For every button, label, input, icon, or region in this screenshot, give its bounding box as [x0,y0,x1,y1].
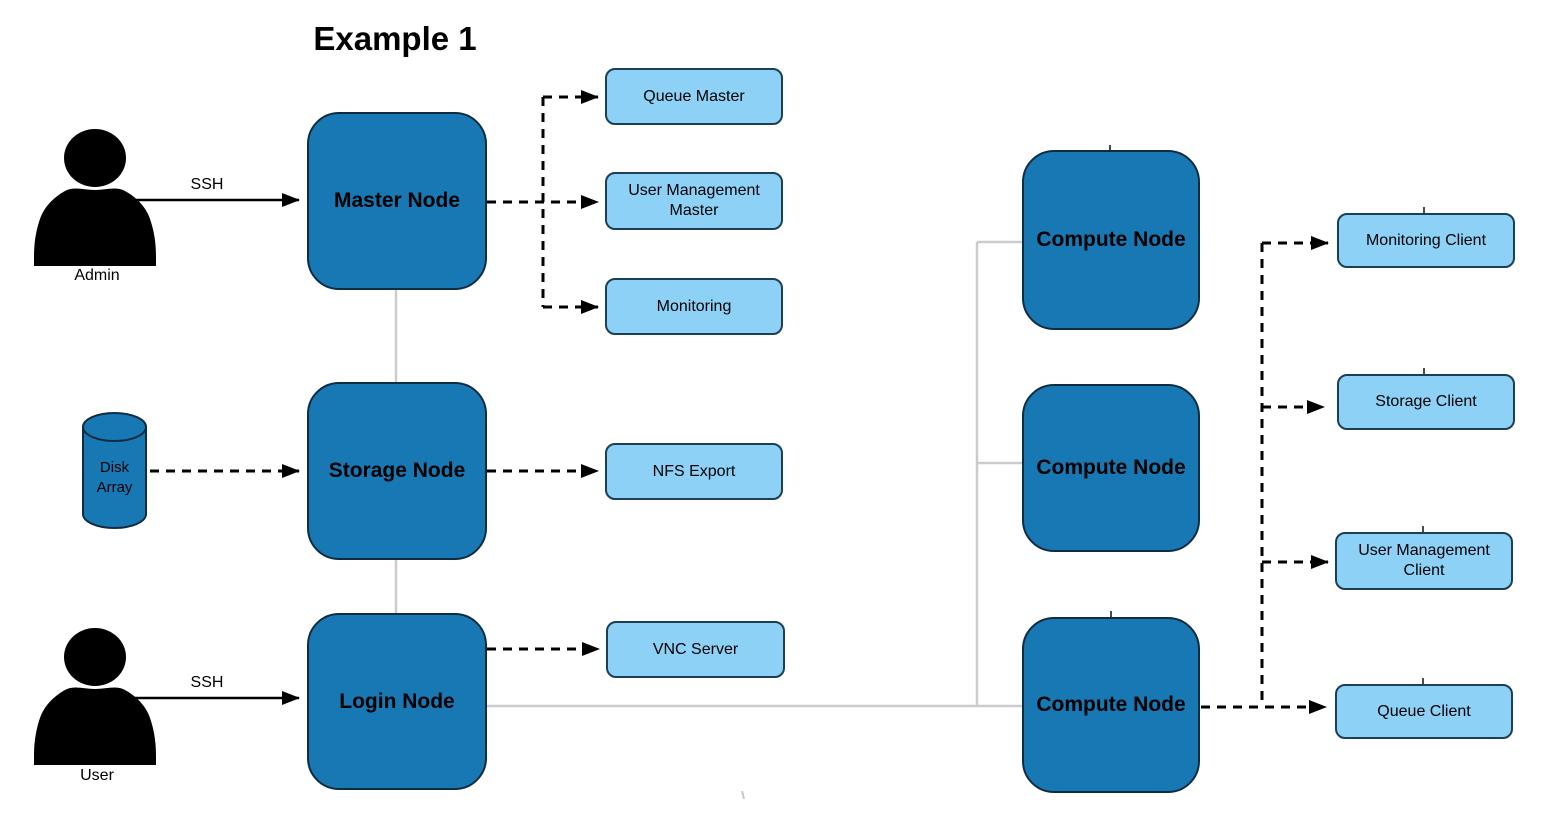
service-queue-client: Queue Client [1335,684,1513,739]
node-master-label: Master Node [333,189,461,212]
node-storage: Storage Node [307,382,487,560]
service-user-management-client: User Management Client [1335,532,1513,590]
ssh-arrows [130,193,300,705]
diagram-title: Example 1 [313,20,477,57]
service-storage-client: Storage Client [1337,374,1515,430]
service-user-management-master: User Management Master [605,172,783,230]
user-label: User [80,767,114,784]
node-compute-3-label: Compute Node [1036,693,1186,716]
service-queue-master-label: Queue Master [643,87,745,105]
node-compute-2-label: Compute Node [1036,456,1186,479]
service-monitoring-client: Monitoring Client [1337,213,1515,268]
node-compute-1-label: Compute Node [1036,228,1186,251]
service-nfs-export-label: NFS Export [652,462,736,480]
node-login-label: Login Node [339,689,455,713]
service-monitoring-client-label: Monitoring Client [1365,231,1487,249]
stray-mark [741,790,745,800]
service-monitoring-label: Monitoring [656,297,732,315]
disk-array-cylinder-icon [82,412,147,529]
node-compute-3: Compute Node [1022,617,1200,793]
service-user-management-client-label: User Management Client [1358,542,1490,579]
node-storage-label: Storage Node [328,459,466,482]
service-storage-client-label: Storage Client [1375,393,1477,410]
service-queue-client-label: Queue Client [1377,702,1471,720]
service-nfs-export: NFS Export [605,443,783,500]
admin-label: Admin [74,267,120,284]
node-compute-1: Compute Node [1022,150,1200,330]
admin-person-icon [34,129,156,266]
node-compute-2: Compute Node [1022,384,1200,552]
service-queue-master: Queue Master [605,68,783,125]
disk-array-label: Disk Array [96,459,133,497]
service-vnc-server: VNC Server [606,621,785,678]
dashed-arrows [150,90,1329,714]
service-monitoring: Monitoring [605,278,783,335]
node-login: Login Node [307,613,487,790]
node-master: Master Node [307,112,487,290]
gray-connectors [394,240,1022,708]
user-person-icon [34,628,156,765]
user-ssh-label: SSH [190,674,224,691]
admin-ssh-label: SSH [190,176,224,193]
service-vnc-server-label: VNC Server [652,640,739,658]
service-user-management-master-label: User Management Master [628,182,760,219]
